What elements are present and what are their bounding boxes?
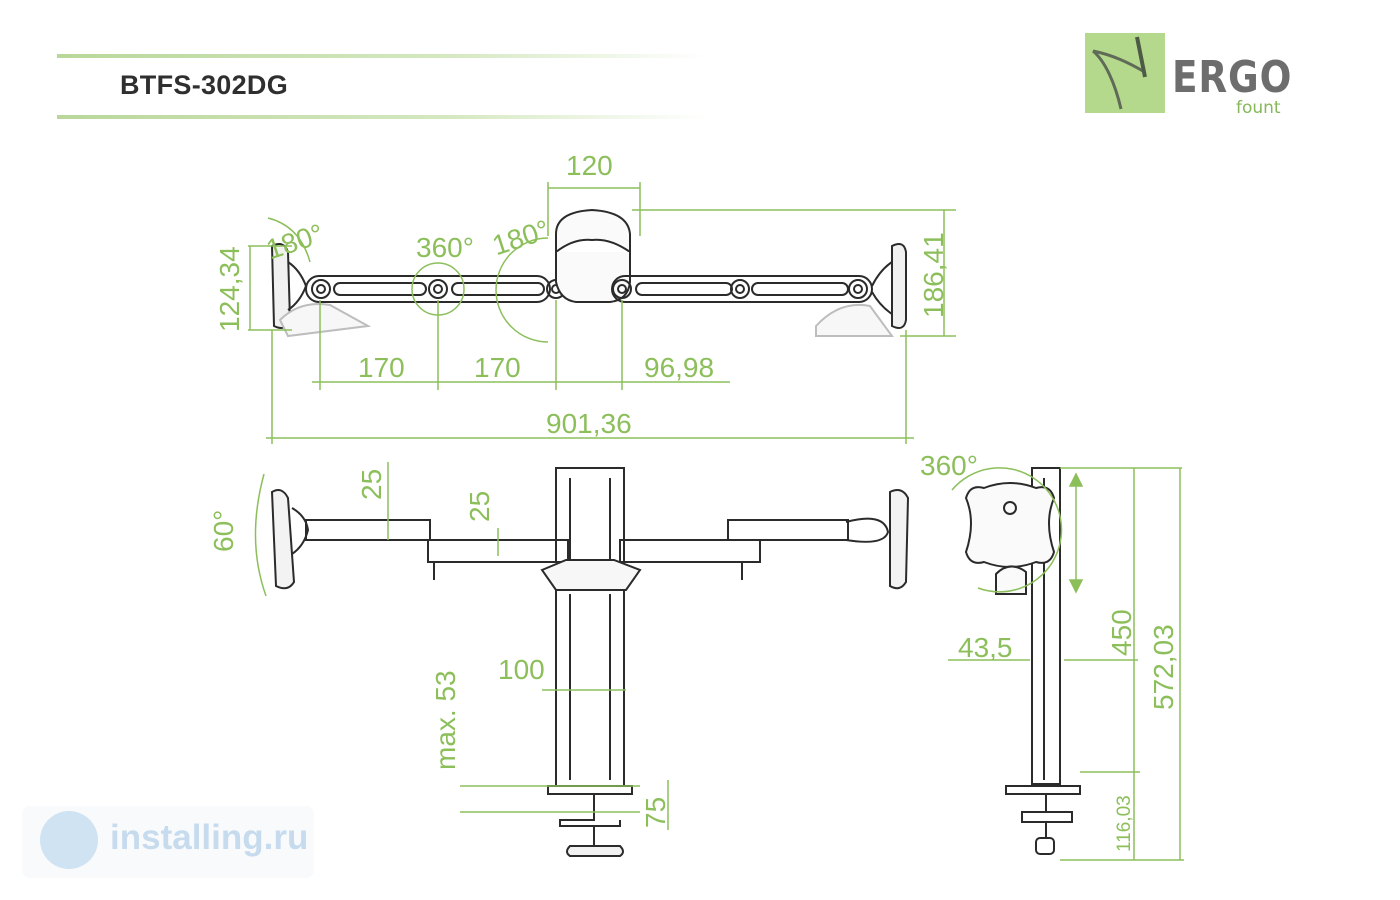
front-view <box>270 467 910 857</box>
dim-side-43: 43,5 <box>958 632 1013 663</box>
dim-side-116: 116,03 <box>1114 795 1135 852</box>
dim-clamp-max: max. 53 <box>430 670 461 770</box>
brand-sub: fount <box>1236 98 1281 118</box>
dim-seg-1: 170 <box>358 352 405 383</box>
brand-logo-mark <box>1085 33 1165 113</box>
header-rule-bottom <box>57 115 707 119</box>
front-view-dimensions <box>254 462 669 830</box>
dim-front-tilt: 60° <box>208 509 239 552</box>
header-rule-top <box>57 54 707 58</box>
side-view <box>964 467 1081 855</box>
dim-angle-mid: 360° <box>416 232 474 263</box>
dim-front-25b: 25 <box>464 490 495 522</box>
dim-seg-2: 170 <box>474 352 521 383</box>
dim-side-572: 572,03 <box>1148 624 1179 710</box>
dim-arm-width: 120 <box>566 150 613 181</box>
dim-seg-3: 96,98 <box>644 352 715 383</box>
dim-clamp-75: 75 <box>640 796 671 828</box>
dim-total-width: 901,36 <box>546 408 632 439</box>
top-view-dimensions <box>248 182 956 444</box>
dim-height-right: 186,41 <box>918 232 949 318</box>
model-title: BTFS-302DG <box>120 70 289 100</box>
watermark-logo-icon <box>40 811 98 869</box>
dim-side-450: 450 <box>1106 609 1137 656</box>
side-view-dimensions <box>948 467 1184 861</box>
watermark-text: installing.ru <box>110 818 309 857</box>
dim-front-25a: 25 <box>356 468 387 500</box>
dim-height-left: 124,34 <box>214 246 245 332</box>
brand-name: ERGO <box>1172 52 1293 103</box>
dim-pole-100: 100 <box>498 654 545 685</box>
dim-side-rotation: 360° <box>920 450 978 481</box>
top-view <box>270 208 907 338</box>
brand-arm-icon <box>1091 36 1147 110</box>
